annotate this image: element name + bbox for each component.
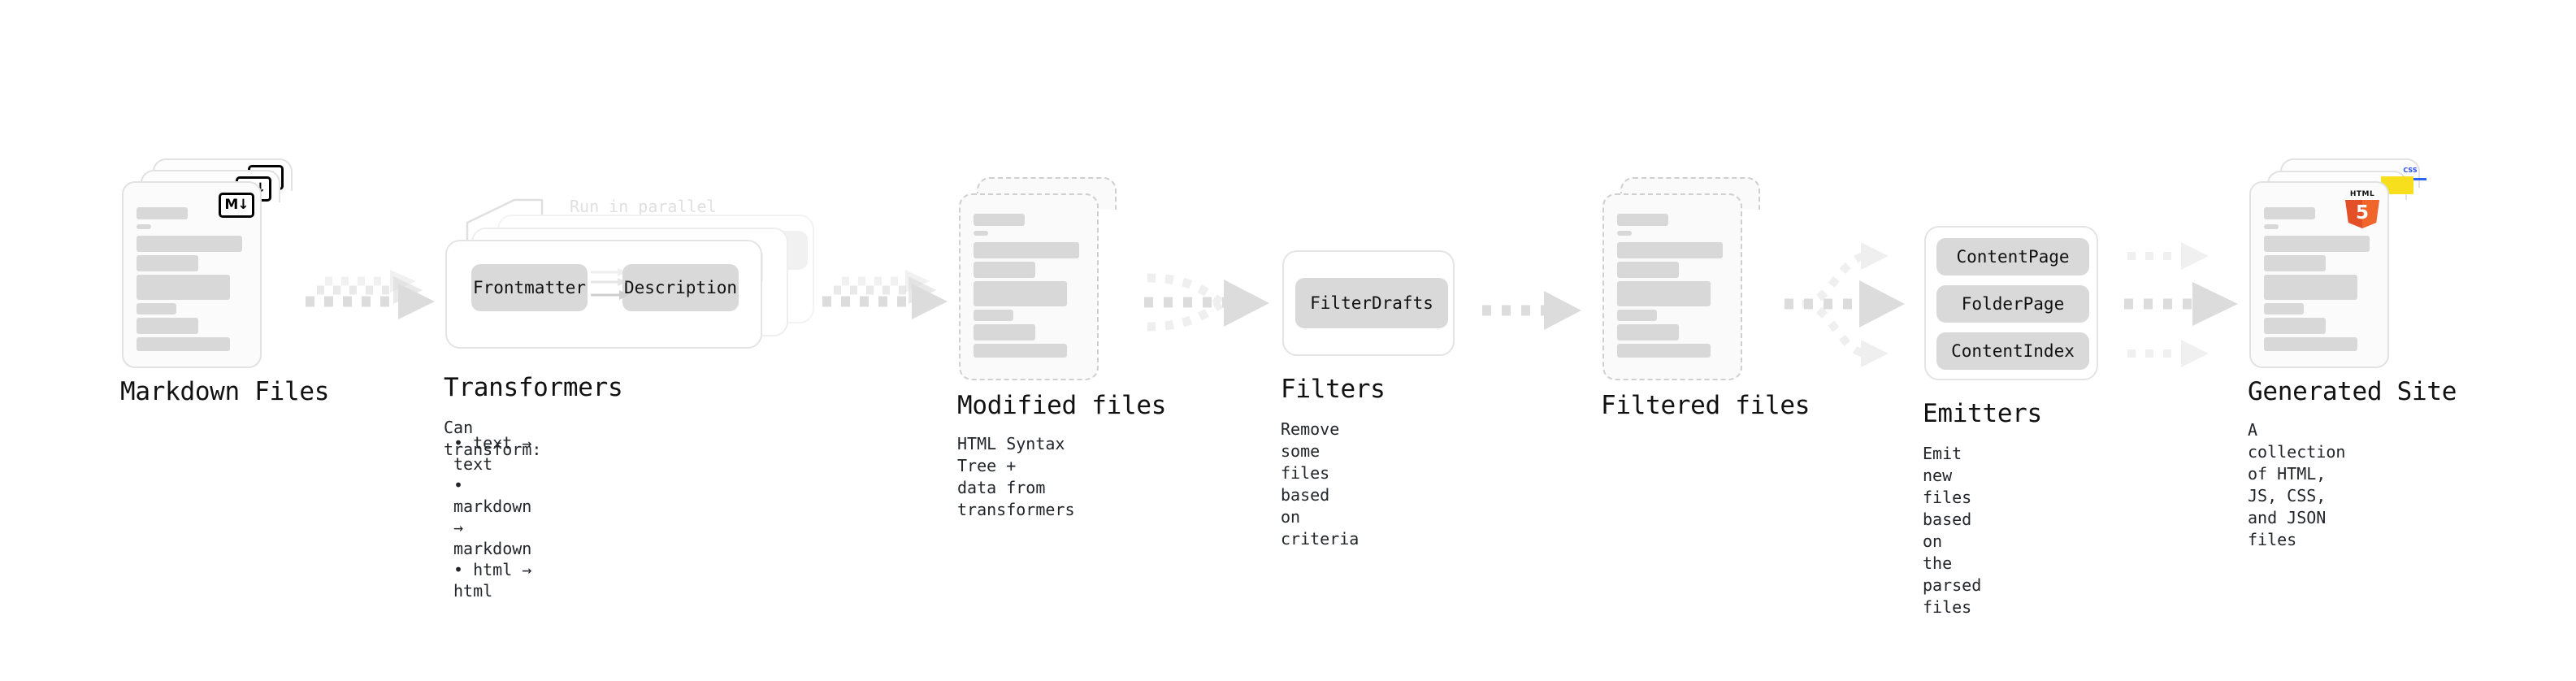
stage-title-transformers: Transformers (444, 373, 623, 402)
stage-title-modified-files: Modified files (957, 391, 1167, 420)
stage-title-markdown-files: Markdown Files (120, 377, 330, 406)
list-item-label: html → html (453, 560, 532, 601)
stage-title-emitters: Emitters (1923, 399, 2042, 428)
skeleton-line (974, 262, 1035, 278)
stage-title-filters: Filters (1281, 375, 1386, 404)
transformer-node-frontmatter[interactable]: Frontmatter (471, 264, 588, 311)
list-item-label: markdown → markdown (453, 497, 532, 558)
site-card-front: HTML 5 (2249, 181, 2389, 368)
emitter-node-contentpage[interactable]: ContentPage (1936, 238, 2089, 275)
conn-filters-to-filtered (1479, 286, 1585, 335)
skeleton-line (1617, 214, 1668, 226)
skeleton-line (2264, 224, 2279, 229)
bullet-dot: • (453, 433, 464, 453)
transformer-box-front: Frontmatter Description (445, 240, 762, 349)
skeleton-line (974, 324, 1035, 340)
skeleton-line (974, 242, 1079, 258)
skeleton-line (1617, 310, 1657, 321)
skeleton-line (137, 303, 176, 314)
skeleton-line (1617, 262, 1679, 278)
skeleton-line (137, 207, 188, 219)
bullet-dot: • (453, 560, 464, 579)
markdown-card-front: M↓ (122, 181, 262, 368)
parallel-bracket-icon (466, 198, 544, 252)
transformers-bullet-list: • text → text • markdown → markdown • ht… (453, 432, 531, 601)
html5-icon-tag: HTML (2349, 190, 2375, 198)
skeleton-line (1617, 242, 1723, 258)
skeleton-line (974, 214, 1025, 226)
generated-site-subtitle: A collection of HTML, JS, CSS, and JSON … (2248, 420, 2346, 549)
emitters-box: ContentPage FolderPage ContentIndex (1924, 226, 2098, 380)
markdown-icon: M↓ (219, 193, 254, 218)
skeleton-line (974, 344, 1067, 358)
transformer-node-description[interactable]: Description (622, 264, 739, 311)
filters-subtitle: Remove some files based on criteria (1281, 419, 1360, 549)
skeleton-line (137, 275, 230, 300)
skeleton-line (137, 337, 230, 351)
modified-files-subtitle: HTML Syntax Tree + data from transformer… (957, 434, 1075, 519)
dashed-arrow-split-icon (1785, 242, 1905, 367)
skeleton-line (974, 231, 988, 236)
skeleton-line (137, 255, 198, 271)
list-item: • html → html (453, 559, 531, 601)
list-item: • text → text (453, 432, 531, 475)
js-icon (2381, 176, 2413, 194)
transformers-subtitle: Can transform: (444, 418, 542, 459)
skeleton-line (1617, 231, 1632, 236)
skeleton-line (2264, 255, 2326, 271)
skeleton-line (1617, 344, 1711, 358)
conn-modified-to-filters (1130, 244, 1273, 366)
list-item: • markdown → markdown (453, 475, 531, 559)
skeleton-line (2264, 337, 2357, 351)
dashed-arrow-icon (1482, 291, 1581, 330)
conn-filtered-to-emitters (1785, 236, 1918, 375)
dashed-arrow-merge-icon (1144, 273, 1269, 332)
conn-emitters-to-site (2124, 236, 2246, 375)
skeleton-line (2264, 236, 2370, 252)
skeleton-line (2264, 275, 2357, 300)
skeleton-line (2264, 303, 2304, 314)
skeleton-line (1617, 281, 1711, 306)
stage-title-filtered-files: Filtered files (1601, 391, 1811, 420)
modified-card-front (959, 193, 1099, 380)
list-item-label: text → text (453, 433, 532, 474)
stage-title-generated-site: Generated Site (2248, 377, 2457, 406)
skeleton-line (137, 224, 151, 229)
conn-transformers-to-modified (821, 268, 967, 343)
skeleton-line (137, 236, 242, 252)
dashed-arrow-stack-icon (306, 270, 435, 319)
skeleton-line (137, 318, 198, 334)
inner-arrow-icon (591, 268, 629, 300)
bullet-dot: • (453, 475, 464, 495)
parallel-annotation: Run in parallel (570, 197, 717, 216)
skeleton-line (974, 310, 1013, 321)
conn-md-to-transformers (302, 268, 457, 343)
emitter-node-folderpage[interactable]: FolderPage (1936, 285, 2089, 323)
dashed-arrow-stack-icon (822, 270, 948, 319)
skeleton-line (2264, 207, 2315, 219)
filter-node-filterdrafts[interactable]: FilterDrafts (1295, 278, 1448, 328)
html5-icon-number: 5 (2355, 202, 2369, 223)
skeleton-line (974, 281, 1067, 306)
html5-icon: HTML 5 (2345, 190, 2379, 228)
filtered-card-front (1602, 193, 1742, 380)
filters-box: FilterDrafts (1282, 250, 1455, 356)
skeleton-line (1617, 324, 1679, 340)
emitters-subtitle: Emit new files based on the parsed files (1923, 444, 1982, 617)
emitter-node-contentindex[interactable]: ContentIndex (1936, 332, 2089, 370)
skeleton-line (2264, 318, 2326, 334)
html5-icon-shield (2345, 200, 2379, 228)
dashed-arrow-split-icon (2124, 242, 2238, 367)
